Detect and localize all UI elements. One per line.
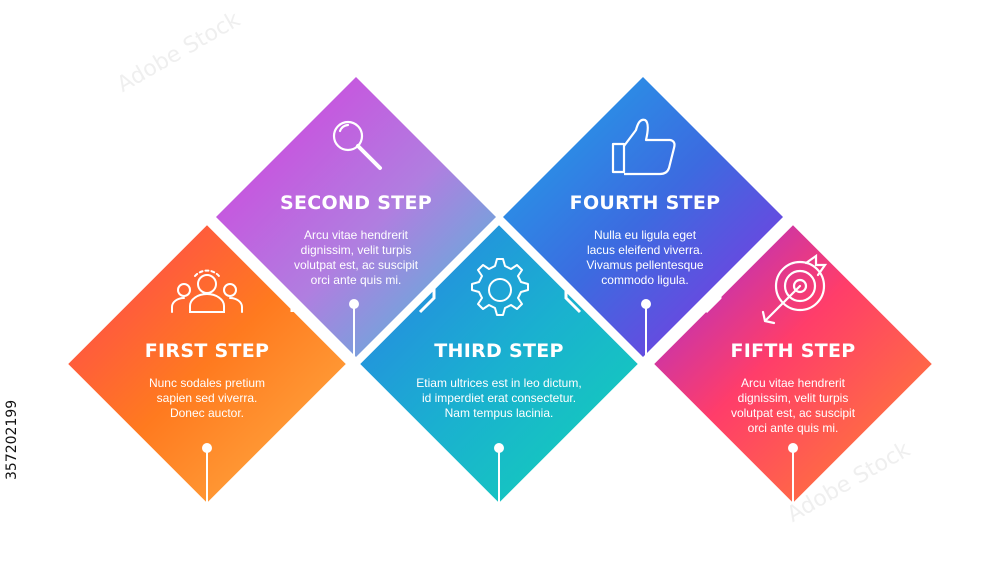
step-5-desc-line: orci ante quis mi. (747, 421, 839, 435)
search-icon (332, 120, 382, 170)
stock-id: 357202199 (4, 399, 20, 481)
step-4-desc-line: commodo ligula. (601, 273, 689, 287)
step-2-desc-line: dignissim, velit turpis (300, 243, 412, 257)
step-3-diamond (351, 216, 647, 512)
step-2-diamond (216, 77, 496, 357)
step-5-desc-line: volutpat est, ac suscipit (730, 406, 856, 420)
notch-right (704, 284, 722, 314)
step-5-desc-line: dignissim, velit turpis (737, 391, 849, 405)
team-icon (171, 269, 243, 313)
step-5-desc-line: Arcu vitae hendrerit (740, 376, 846, 390)
notch-center-right (564, 284, 582, 314)
step-3-desc-line: Nam tempus lacinia. (444, 406, 554, 420)
step-3-title: THIRD STEP (434, 340, 564, 362)
step-2-desc-line: orci ante quis mi. (310, 273, 402, 287)
step-3-desc-line: Etiam ultrices est in leo dictum, (416, 376, 582, 390)
step-1-diamond (59, 216, 355, 512)
notch-left (276, 282, 294, 312)
step-3-desc-line: id imperdiet erat consectetur. (421, 391, 577, 405)
step-4-diamond (503, 77, 783, 357)
connector-pin-5 (788, 443, 798, 505)
step-1-text: FIRST STEP Nunc sodales pretium sapien s… (145, 340, 270, 421)
step-2-desc-line: volutpat est, ac suscipit (293, 258, 419, 272)
step-2-desc-line: Arcu vitae hendrerit (303, 228, 409, 242)
connector-pin-4 (641, 299, 651, 356)
step-5-text: FIFTH STEP Arcu vitae hendrerit dignissi… (730, 340, 855, 436)
step-1-title: FIRST STEP (144, 340, 270, 362)
thumbs-up-icon (611, 118, 676, 176)
notch-center-left (418, 284, 436, 314)
step-4-desc-line: lacus eleifend viverra. (586, 243, 704, 257)
step-5-title: FIFTH STEP (730, 340, 856, 362)
step-2-text: SECOND STEP Arcu vitae hendrerit digniss… (280, 192, 432, 288)
connector-pin-3 (494, 443, 504, 505)
step-1-desc-line: Nunc sodales pretium (148, 376, 266, 390)
step-4-text: FOURTH STEP Nulla eu ligula eget lacus e… (570, 192, 721, 288)
step-4-desc-line: Nulla eu ligula eget (593, 228, 697, 242)
step-1-desc-line: sapien sed viverra. (156, 391, 258, 405)
step-2-title: SECOND STEP (280, 192, 432, 214)
target-icon (761, 253, 828, 325)
step-1-desc-line: Donec auctor. (169, 406, 245, 420)
connector-pin-2 (349, 299, 359, 356)
connector-pin-1 (202, 443, 212, 505)
step-4-title: FOURTH STEP (569, 192, 721, 214)
step-4-desc-line: Vivamus pellentesque (586, 258, 704, 272)
gear-icon (471, 258, 529, 316)
step-3-text: THIRD STEP Etiam ultrices est in leo dic… (416, 340, 581, 421)
